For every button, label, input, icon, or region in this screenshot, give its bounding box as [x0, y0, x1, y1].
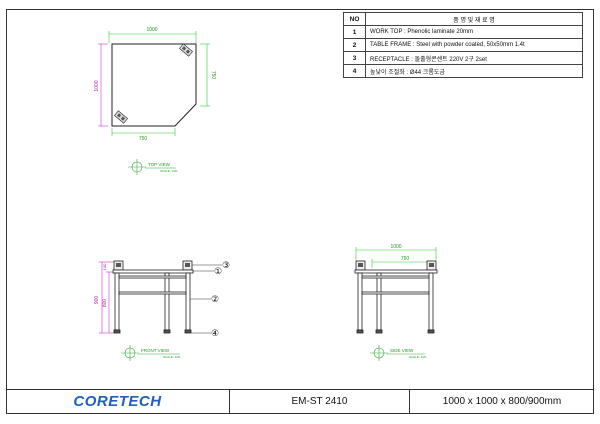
parts-table-header-name: 품 명 및 재 료 명 [365, 12, 583, 26]
title-block-model-cell: EM-ST 2410 [230, 389, 410, 414]
parts-table-row: 3 RECEPTACLE : 돌출형콘센트 220V 2구 2set [343, 51, 583, 65]
top-view-dim-width-text: 1000 [146, 27, 157, 33]
top-view-receptacle [179, 43, 193, 57]
side-view-foot [427, 329, 435, 334]
side-view-foot [375, 329, 383, 334]
callout-1: ① [214, 267, 222, 277]
front-view-dims [99, 261, 115, 334]
front-view-frame-bar [118, 291, 187, 295]
callout-4: ④ [211, 329, 219, 339]
parts-table-row: 2 TABLE FRAME : Steel with powder coated… [343, 38, 583, 52]
coretech-logo: CORETECH [73, 393, 162, 410]
side-view-work-top [354, 269, 438, 274]
parts-table-row-desc: TABLE FRAME : Steel with powder coated, … [365, 38, 583, 52]
side-view-leg [428, 272, 434, 331]
side-view-title: SIDE VIEW [390, 348, 414, 353]
front-view-leg [164, 272, 170, 331]
side-view-foot [356, 329, 364, 334]
front-view-frame-bar [118, 275, 187, 279]
front-view-foot [113, 329, 121, 334]
top-view-dim-bottom-text: 750 [139, 136, 148, 142]
title-block-divider [6, 389, 594, 390]
callout-3: ③ [222, 261, 230, 271]
parts-table-row-no: 3 [343, 51, 366, 65]
top-view-table-outline [111, 43, 197, 127]
parts-table-row: 1 WORK TOP : Phenolic laminate 20mm [343, 25, 583, 39]
side-view-leg [357, 272, 363, 331]
title-block-logo-cell: CORETECH [6, 389, 230, 414]
parts-table-row-no: 4 [343, 64, 366, 78]
top-view-dim-bottom [111, 128, 176, 136]
parts-table-row-desc: 높낮이 조절좌 : Ø44 크롬도금 [365, 64, 583, 78]
front-view [99, 260, 222, 334]
top-view-dim-width [108, 31, 197, 43]
front-view-work-top [112, 269, 194, 274]
parts-table-row-desc: WORK TOP : Phenolic laminate 20mm [365, 25, 583, 39]
side-view [354, 247, 438, 334]
parts-table-row: 4 높낮이 조절좌 : Ø44 크롬도금 [343, 64, 583, 78]
top-view [98, 31, 210, 136]
front-view-label-marker [121, 345, 180, 361]
side-view-leg [376, 272, 382, 331]
top-view-scale: SCALE: 1/20 [160, 169, 178, 173]
title-block-size-cell: 1000 x 1000 x 800/900mm [410, 389, 594, 414]
front-view-dim-total-text: 900 [94, 296, 100, 305]
product-size: 1000 x 1000 x 800/900mm [442, 396, 562, 407]
front-view-dim-table-text: 800 [102, 299, 108, 308]
parts-table-row-no: 2 [343, 38, 366, 52]
top-view-dim-right-text: 750 [210, 71, 216, 80]
front-view-leg [114, 272, 120, 331]
parts-table-header-no: NO [343, 12, 366, 26]
top-view-dim-height [98, 43, 108, 127]
side-view-scale: SCALE: 1/20 [409, 355, 427, 359]
front-view-scale: SCALE: 1/20 [163, 355, 181, 359]
front-view-dim-top-text: 100 [102, 263, 107, 270]
top-view-label-marker [128, 159, 176, 175]
parts-table-row-desc: RECEPTACLE : 돌출형콘센트 220V 2구 2set [365, 51, 583, 65]
parts-table-row-no: 1 [343, 25, 366, 39]
side-view-frame-bar [361, 291, 430, 295]
top-view-title: TOP VIEW [148, 162, 171, 167]
side-view-dim-outer-text: 1000 [390, 244, 401, 250]
front-view-foot [184, 329, 192, 334]
callout-2: ② [211, 295, 219, 305]
drawing-frame [6, 9, 594, 414]
front-view-leg [185, 272, 191, 331]
front-view-title: FRONT VIEW [141, 348, 170, 353]
side-view-dim-inner-text: 750 [401, 256, 410, 262]
top-view-dim-height-text: 1000 [94, 80, 100, 91]
parts-table-header: NO 품 명 및 재 료 명 [343, 12, 583, 26]
parts-table: NO 품 명 및 재 료 명 1 WORK TOP : Phenolic lam… [343, 12, 583, 78]
side-view-dims [355, 247, 437, 268]
front-view-foot [163, 329, 171, 334]
front-view-leaders [190, 264, 222, 334]
model-number: EM-ST 2410 [291, 396, 348, 407]
side-view-label-marker [370, 345, 425, 361]
top-view-dim-right [200, 43, 210, 107]
top-view-receptacle [114, 110, 128, 124]
side-view-frame-bar [361, 275, 430, 279]
